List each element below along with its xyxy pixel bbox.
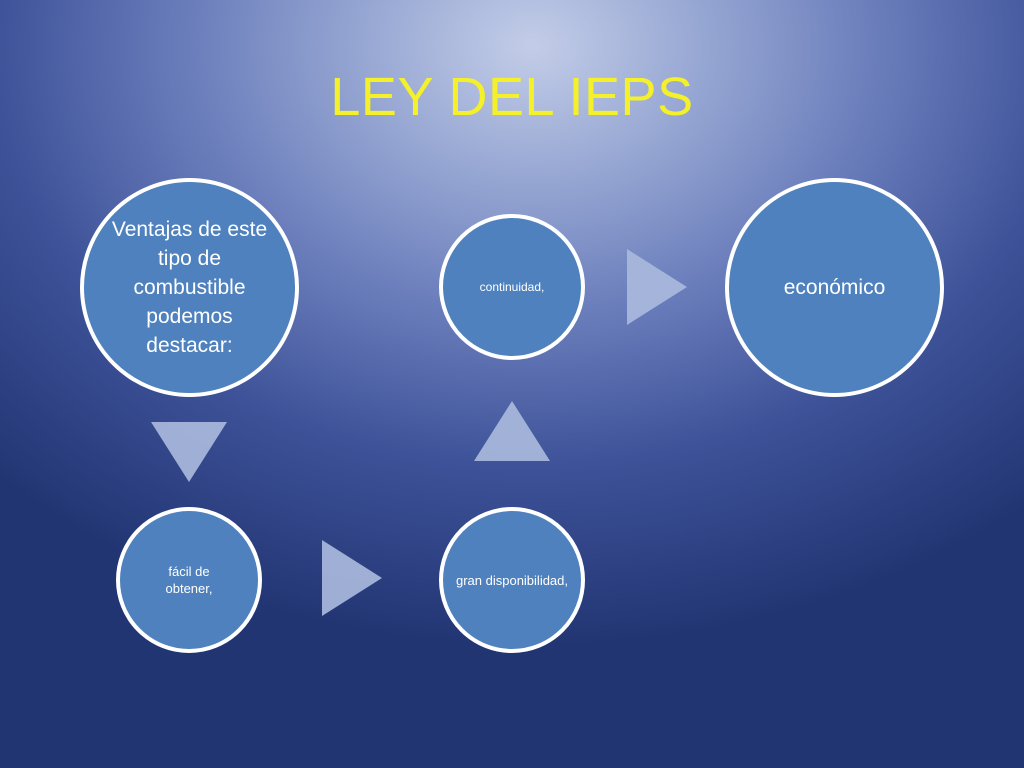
- node-ventajas: Ventajas de este tipo de combustible pod…: [80, 178, 299, 397]
- node-continuidad: continuidad,: [439, 214, 585, 360]
- node-gran-label: gran disponibilidad,: [455, 572, 569, 588]
- arrow-up: [474, 401, 550, 461]
- node-economico: económico: [725, 178, 944, 397]
- arrow-right-top: [627, 249, 687, 325]
- node-ventajas-label: Ventajas de este tipo de combustible pod…: [111, 218, 268, 357]
- node-facil-label: fácil de obtener,: [165, 564, 213, 596]
- node-continuidad-label: continuidad,: [479, 280, 545, 294]
- slide-title: LEY DEL IEPS: [330, 67, 694, 127]
- node-facil-de-obtener: fácil de obtener,: [116, 507, 262, 653]
- node-gran-disponibilidad: gran disponibilidad,: [439, 507, 585, 653]
- arrow-down: [151, 422, 227, 482]
- node-economico-label: económico: [783, 275, 886, 299]
- arrow-right-bottom: [322, 540, 382, 616]
